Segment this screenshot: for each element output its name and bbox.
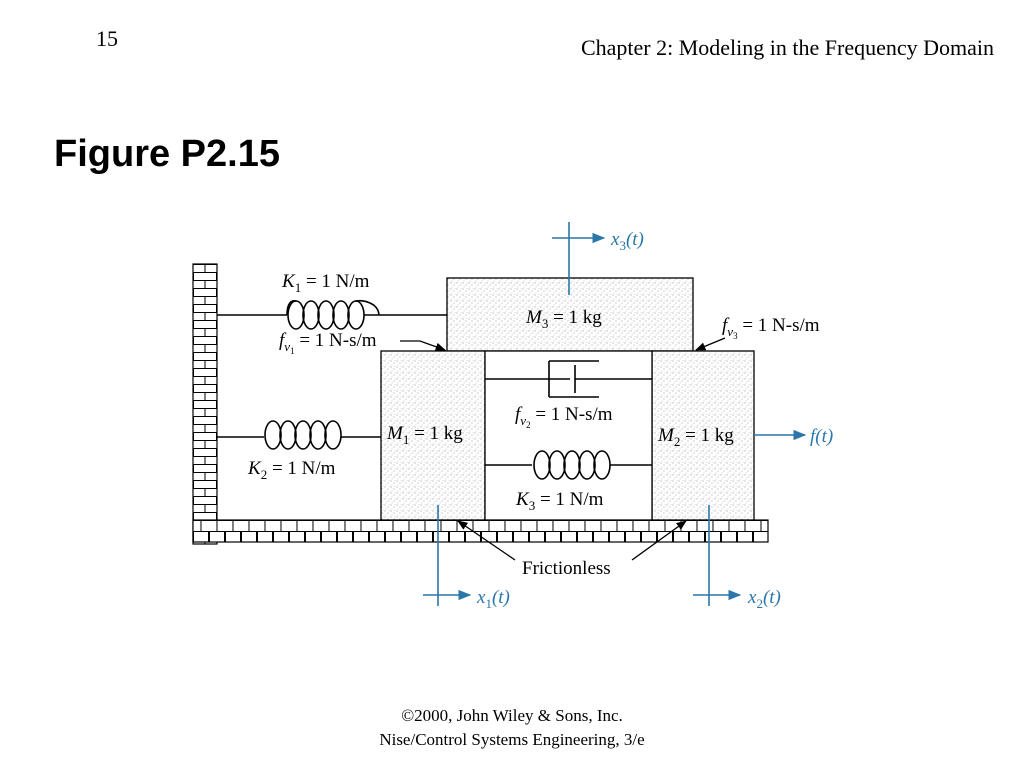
m2-label: M2 = 1 kg: [657, 425, 734, 449]
frictionless-label: Frictionless: [522, 558, 611, 579]
spring-k1: [217, 299, 447, 330]
x1-indicator: [423, 505, 472, 606]
k2-label: K2 = 1 N/m: [247, 458, 336, 482]
spring-k3: [485, 450, 652, 480]
frictionless-arrow-right: [631, 520, 687, 561]
fv2-label: fv2 = 1 N-s/m: [515, 404, 613, 430]
m3-label: M3 = 1 kg: [525, 307, 602, 331]
x3-label: x3(t): [610, 229, 644, 253]
footer: ©2000, John Wiley & Sons, Inc. Nise/Cont…: [0, 704, 1024, 752]
spring-k2: [217, 420, 381, 450]
m1-label: M1 = 1 kg: [386, 423, 463, 447]
force-label: f(t): [810, 426, 833, 447]
figure-title: Figure P2.15: [54, 133, 280, 175]
fv1-label: fv1 = 1 N-s/m: [279, 330, 377, 356]
x2-label: x2(t): [747, 587, 781, 611]
mass-m1: [380, 350, 486, 521]
damper-fv2: [485, 360, 652, 398]
fv3-label: fv3 = 1 N-s/m: [722, 315, 820, 341]
wall: [192, 263, 218, 545]
x1-label: x1(t): [476, 587, 510, 611]
book-citation-line: Nise/Control Systems Engineering, 3/e: [379, 730, 645, 749]
fv1-pointer-arrow: [400, 340, 446, 351]
chapter-title: Chapter 2: Modeling in the Frequency Dom…: [580, 35, 994, 60]
k3-label: K3 = 1 N/m: [515, 489, 604, 513]
frictionless-arrow-left: [457, 520, 516, 561]
x2-indicator: [693, 505, 742, 606]
copyright-line: ©2000, John Wiley & Sons, Inc.: [401, 706, 623, 725]
page-number: 15: [96, 26, 118, 51]
x3-indicator: [552, 222, 606, 295]
k1-label: K1 = 1 N/m: [281, 271, 370, 295]
fv3-pointer-arrow: [695, 337, 726, 351]
